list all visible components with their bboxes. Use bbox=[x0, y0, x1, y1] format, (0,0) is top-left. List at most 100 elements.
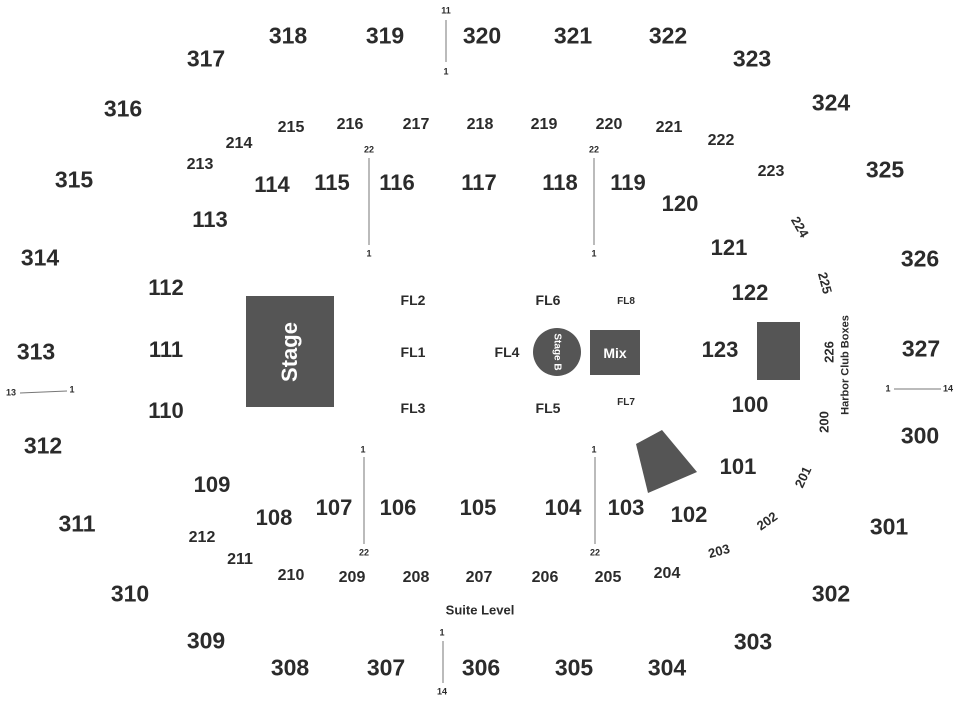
section-123[interactable]: 123 bbox=[701, 337, 739, 362]
section-321[interactable]: 321 bbox=[553, 22, 593, 49]
section-214[interactable]: 214 bbox=[225, 135, 253, 152]
section-317[interactable]: 317 bbox=[186, 45, 226, 72]
section-325[interactable]: 325 bbox=[865, 156, 905, 183]
row-marker-bl-1: 1 bbox=[360, 444, 366, 455]
section-117[interactable]: 117 bbox=[461, 170, 497, 195]
harbor-club-boxes-label: Harbor Club Boxes bbox=[839, 315, 852, 415]
row-marker-br-22: 22 bbox=[589, 547, 601, 558]
floor-wedge-section[interactable] bbox=[636, 430, 697, 493]
section-310[interactable]: 310 bbox=[110, 580, 150, 607]
section-209[interactable]: 209 bbox=[338, 569, 366, 586]
section-fl7[interactable]: FL7 bbox=[617, 397, 635, 408]
section-112[interactable]: 112 bbox=[148, 275, 184, 300]
section-303[interactable]: 303 bbox=[733, 628, 773, 655]
section-213[interactable]: 213 bbox=[186, 156, 214, 173]
section-204[interactable]: 204 bbox=[653, 565, 681, 582]
section-215[interactable]: 215 bbox=[277, 119, 305, 136]
section-121[interactable]: 121 bbox=[710, 235, 748, 260]
section-302[interactable]: 302 bbox=[811, 580, 851, 607]
section-208[interactable]: 208 bbox=[402, 569, 430, 586]
stage-b[interactable]: Stage B bbox=[533, 328, 581, 376]
section-322[interactable]: 322 bbox=[648, 22, 688, 49]
section-313[interactable]: 313 bbox=[16, 338, 56, 365]
row-marker-top-11: 11 bbox=[441, 5, 451, 16]
section-fl6[interactable]: FL6 bbox=[535, 292, 561, 308]
section-100[interactable]: 100 bbox=[731, 392, 769, 417]
section-312[interactable]: 312 bbox=[23, 432, 63, 459]
row-marker-east-1: 1 bbox=[885, 383, 891, 394]
section-318[interactable]: 318 bbox=[268, 22, 308, 49]
section-315[interactable]: 315 bbox=[54, 166, 94, 193]
section-324[interactable]: 324 bbox=[811, 89, 851, 116]
section-220[interactable]: 220 bbox=[595, 116, 623, 133]
section-205[interactable]: 205 bbox=[594, 569, 622, 586]
section-309[interactable]: 309 bbox=[186, 627, 226, 654]
section-314[interactable]: 314 bbox=[20, 244, 60, 271]
section-221[interactable]: 221 bbox=[655, 119, 683, 136]
section-223[interactable]: 223 bbox=[757, 163, 785, 180]
section-fl1[interactable]: FL1 bbox=[400, 344, 426, 360]
row-marker-left-22: 22 bbox=[363, 144, 375, 155]
section-316[interactable]: 316 bbox=[103, 95, 143, 122]
section-101[interactable]: 101 bbox=[719, 454, 757, 479]
row-marker-right-22: 22 bbox=[588, 144, 600, 155]
section-308[interactable]: 308 bbox=[270, 654, 310, 681]
section-fl3[interactable]: FL3 bbox=[400, 400, 426, 416]
section-219[interactable]: 219 bbox=[530, 116, 558, 133]
section-200[interactable]: 200 bbox=[816, 411, 832, 433]
section-304[interactable]: 304 bbox=[647, 654, 687, 681]
section-104[interactable]: 104 bbox=[544, 495, 582, 520]
section-217[interactable]: 217 bbox=[402, 116, 430, 133]
mix-position[interactable]: Mix bbox=[590, 330, 640, 375]
row-marker-bl-22: 22 bbox=[358, 547, 370, 558]
section-120[interactable]: 120 bbox=[661, 191, 699, 216]
section-226[interactable]: 226 bbox=[821, 341, 837, 363]
section-109[interactable]: 109 bbox=[193, 472, 231, 497]
section-fl8[interactable]: FL8 bbox=[617, 296, 635, 307]
section-206[interactable]: 206 bbox=[531, 569, 559, 586]
section-222[interactable]: 222 bbox=[707, 132, 735, 149]
section-105[interactable]: 105 bbox=[459, 495, 497, 520]
section-323[interactable]: 323 bbox=[732, 45, 772, 72]
section-307[interactable]: 307 bbox=[366, 654, 406, 681]
section-207[interactable]: 207 bbox=[465, 569, 493, 586]
section-327[interactable]: 327 bbox=[901, 335, 941, 362]
section-216[interactable]: 216 bbox=[336, 116, 364, 133]
section-103[interactable]: 103 bbox=[607, 495, 645, 520]
section-118[interactable]: 118 bbox=[542, 170, 578, 195]
section-320[interactable]: 320 bbox=[462, 22, 502, 49]
harbor-club-box-block[interactable] bbox=[757, 322, 800, 380]
section-311[interactable]: 311 bbox=[58, 510, 96, 537]
row-divider-west bbox=[19, 390, 68, 394]
section-115[interactable]: 115 bbox=[314, 170, 350, 195]
section-fl2[interactable]: FL2 bbox=[400, 292, 426, 308]
section-326[interactable]: 326 bbox=[900, 245, 940, 272]
section-113[interactable]: 113 bbox=[192, 207, 228, 232]
section-108[interactable]: 108 bbox=[255, 505, 293, 530]
row-marker-bottom-14: 14 bbox=[436, 686, 448, 697]
section-110[interactable]: 110 bbox=[148, 398, 184, 423]
section-212[interactable]: 212 bbox=[188, 529, 216, 546]
section-300[interactable]: 300 bbox=[900, 422, 940, 449]
section-122[interactable]: 122 bbox=[731, 280, 769, 305]
section-319[interactable]: 319 bbox=[365, 22, 405, 49]
section-116[interactable]: 116 bbox=[379, 170, 415, 195]
row-marker-east-14: 14 bbox=[942, 383, 954, 394]
section-102[interactable]: 102 bbox=[670, 502, 708, 527]
section-211[interactable]: 211 bbox=[227, 551, 253, 568]
section-106[interactable]: 106 bbox=[379, 495, 417, 520]
section-218[interactable]: 218 bbox=[466, 116, 494, 133]
section-111[interactable]: 111 bbox=[148, 337, 184, 362]
section-fl5[interactable]: FL5 bbox=[535, 400, 561, 416]
section-301[interactable]: 301 bbox=[869, 513, 909, 540]
stage[interactable]: Stage bbox=[246, 296, 334, 407]
row-marker-bottom-1: 1 bbox=[439, 627, 445, 638]
section-107[interactable]: 107 bbox=[315, 495, 353, 520]
section-fl4[interactable]: FL4 bbox=[494, 344, 520, 360]
section-306[interactable]: 306 bbox=[461, 654, 501, 681]
section-305[interactable]: 305 bbox=[554, 654, 594, 681]
section-210[interactable]: 210 bbox=[277, 567, 305, 584]
section-119[interactable]: 119 bbox=[610, 170, 646, 195]
section-114[interactable]: 114 bbox=[254, 172, 290, 197]
